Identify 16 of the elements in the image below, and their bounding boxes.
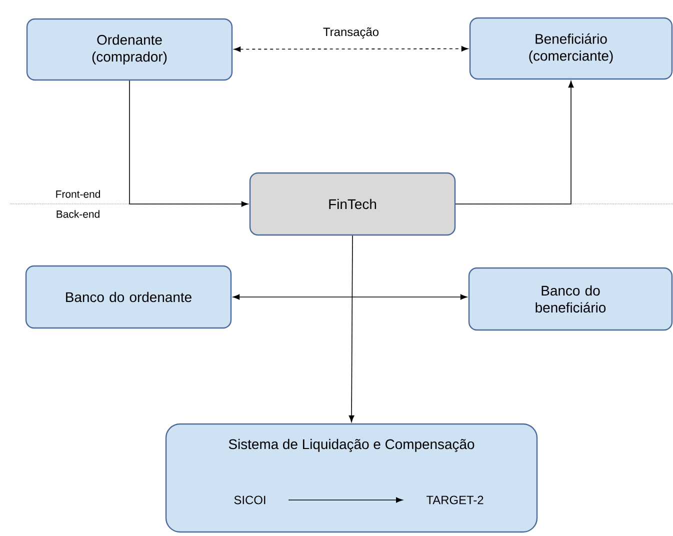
arrow bbox=[455, 80, 574, 204]
system-label: TARGET-2 bbox=[426, 496, 484, 504]
arrow bbox=[234, 46, 468, 52]
arrow bbox=[288, 497, 403, 503]
process-box: Banco do ordenante bbox=[25, 265, 232, 329]
side-label: Back-end bbox=[56, 210, 100, 218]
process-box: Ordenante (comprador) bbox=[26, 18, 233, 81]
process-box: Banco do beneficiário bbox=[468, 267, 673, 331]
arrow bbox=[129, 80, 248, 207]
arrow bbox=[348, 235, 354, 422]
arrow bbox=[232, 294, 468, 300]
side-label: Front-end bbox=[56, 190, 100, 198]
process-box: FinTech bbox=[249, 172, 456, 236]
system-label: SICOI bbox=[234, 496, 266, 504]
process-box: Beneficiário (comerciante) bbox=[469, 17, 673, 80]
edge-label: Transação bbox=[323, 27, 378, 39]
